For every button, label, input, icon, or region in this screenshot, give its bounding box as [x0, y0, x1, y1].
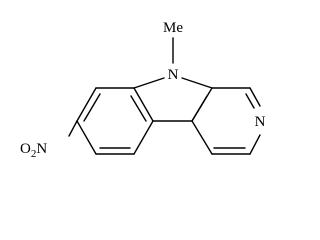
bond-benzene-5 — [76, 87, 97, 122]
methyl-label: Me — [163, 20, 183, 36]
bond-pyridine-2 — [191, 120, 213, 155]
bond-c-nitro — [68, 120, 78, 137]
indole-nitrogen-label: N — [168, 67, 179, 83]
nitro-subscript-label: 2 — [31, 148, 37, 160]
bond-pyridine-1-inner — [191, 95, 208, 122]
nitro-oxygen-label: O — [20, 141, 31, 157]
bond-benzene-2 — [133, 120, 154, 155]
bond-n9-c9a — [133, 77, 165, 89]
nitro-group-label: O2N — [20, 141, 47, 160]
bond-benzene-4 — [76, 120, 97, 155]
bond-benzene-5-inner — [83, 93, 101, 122]
bond-pyridine-4 — [249, 134, 261, 155]
bond-benzene-1-inner — [130, 95, 147, 122]
bond-pyridine-5-inner — [245, 93, 255, 109]
bond-n9-c8a — [181, 77, 213, 89]
bond-benzene-1 — [133, 87, 154, 122]
pyridine-nitrogen-label: N — [255, 114, 266, 130]
bond-pyridine-5 — [249, 87, 261, 107]
molecular-structure-diagram: Me N N O2N — [20, 20, 266, 160]
nitro-nitrogen-label: N — [36, 141, 47, 157]
